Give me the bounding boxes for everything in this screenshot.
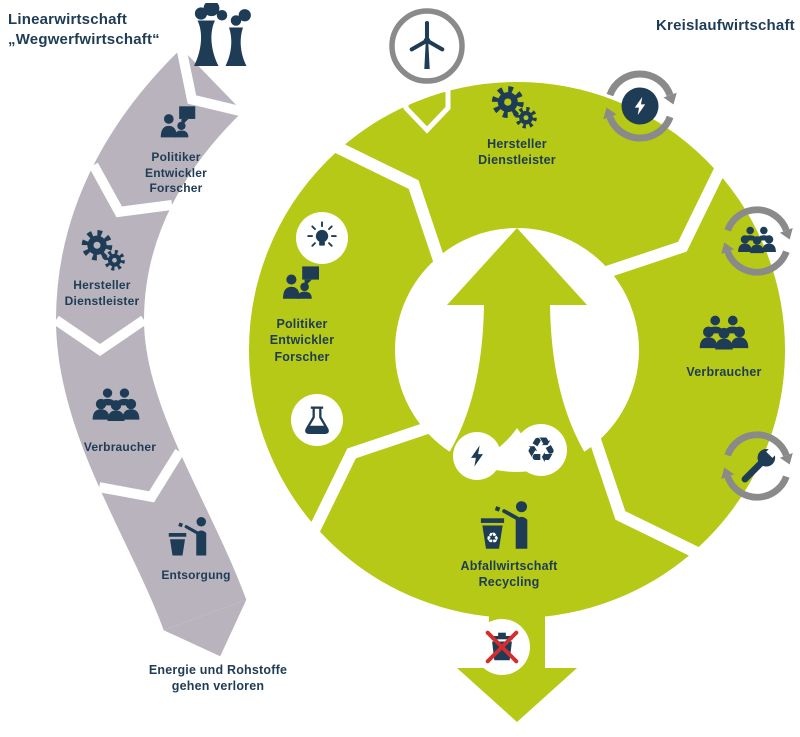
linear-stage-politics-label: Politiker Entwickler Forscher [144,150,208,196]
linear-economy-title: Linearwirtschaft „Wegwerfwirtschaft“ [8,10,160,50]
ring-segment-chevrons [306,139,728,561]
ring-stage-waste-label: Abfallwirtschaft Recycling [460,559,558,590]
recycle-icon [525,431,557,471]
circular-economy-title: Kreislaufwirtschaft [656,17,795,34]
linear-band-chevrons [53,47,244,503]
linear-band-arrowhead [163,599,247,657]
linear-band-path [55,48,247,631]
linear-stage-consumers-label: Verbraucher [83,440,157,454]
center-up-arrow [432,228,602,478]
research-badge-circle [291,394,343,446]
linear-flow-band [53,47,247,657]
linear-stage-producers-label: Hersteller Dienstleister [64,278,140,308]
factory-icon [194,3,251,66]
ring-stage-producers-label: Hersteller Dienstleister [478,137,556,168]
linear-title-line1: Linearwirtschaft [8,11,128,28]
linear-stage-disposal-label: Entsorgung [161,568,231,582]
linear-loss-note: Energie und Rohstoffe gehen verloren [148,663,288,694]
ring-stage-politics-label: Politiker Entwickler Forscher [269,317,335,364]
ring-stage-consumers-label: Verbraucher [686,365,762,379]
linear-title-line2: „Wegwerfwirtschaft“ [8,30,160,48]
energy-entry-arrow [403,86,451,134]
